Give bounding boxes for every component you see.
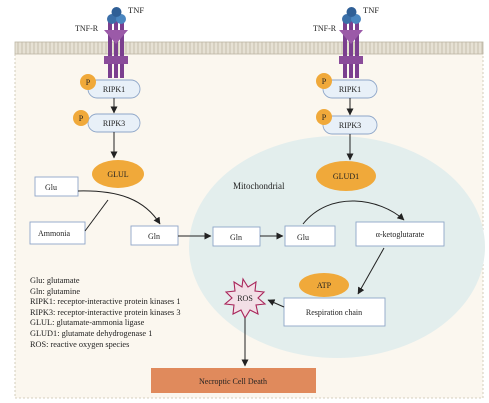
phospho-ripk3-right-label: P	[322, 113, 327, 122]
necroptic-cell-death-box	[151, 368, 316, 393]
alpha-ketoglutarate-label: α-ketoglutarate	[376, 230, 425, 239]
phospho-ripk3-left-label: P	[79, 114, 84, 123]
legend-item: Glu: glutamate	[30, 276, 80, 285]
legend-item: GLUD1: glutamate dehydrogenase 1	[30, 328, 153, 338]
glul-label: GLUL	[107, 170, 128, 179]
ammonia-label: Ammonia	[38, 229, 70, 238]
tnf-ligand-right	[342, 7, 361, 24]
glu-box-mito	[284, 225, 336, 247]
tnf-ligand-left	[107, 7, 126, 24]
legend-item: RIPK3: receptor-interactive protein kina…	[30, 307, 181, 317]
tnf-label-right: TNF	[363, 5, 379, 15]
respiration-chain-box	[283, 297, 386, 327]
phospho-ripk1-right-label: P	[322, 77, 327, 86]
glu-cytosol-label: Glu	[45, 183, 57, 192]
ripk3-right-label: RIPK3	[339, 121, 361, 130]
legend-item: ROS: reactive oxygen species	[30, 339, 130, 349]
cell-membrane	[14, 41, 484, 55]
ripk1-right-label: RIPK1	[339, 85, 361, 94]
respiration-chain-label: Respiration chain	[306, 308, 362, 317]
phospho-ripk1-right	[316, 73, 332, 89]
atp-molecule	[299, 273, 349, 297]
legend-item: RIPK1: receptor-interactive protein kina…	[30, 297, 181, 307]
alpha-ketoglutarate-box	[355, 221, 445, 247]
phospho-ripk1-left	[80, 74, 96, 90]
ripk3-left-label: RIPK3	[103, 119, 125, 128]
phospho-ripk3-right	[316, 109, 332, 125]
ros-label: ROS	[237, 294, 253, 303]
arrow-glu-akg-curve	[302, 200, 405, 225]
abbreviation-legend: Glu: glutamate Gln: glutamine RIPK1: rec…	[30, 276, 181, 350]
tnf-label-left: TNF	[128, 5, 144, 15]
arrows	[77, 98, 405, 367]
ammonia-box	[29, 221, 86, 245]
tnfr-label-left: TNF-R	[75, 24, 99, 33]
legend-item: GLUL: glutamate-ammonia ligase	[30, 318, 145, 328]
glud1-label: GLUD1	[333, 172, 359, 181]
glud1-enzyme	[316, 161, 376, 191]
legend-item: Gln: glutamine	[30, 286, 81, 296]
gln-cytosol-label: Gln	[148, 232, 160, 241]
tnf-receptor-right	[339, 18, 363, 78]
necroptic-cell-death-label: Necroptic Cell Death	[199, 377, 267, 386]
phospho-ripk3-left	[73, 110, 89, 126]
arrow-glu-gln-curve	[77, 190, 161, 225]
tnfr-label-right: TNF-R	[313, 24, 337, 33]
atp-label: ATP	[317, 281, 332, 290]
mitochondrial-label: Mitochondrial	[233, 181, 285, 191]
arrow-respiration-ros	[267, 299, 285, 308]
line-ammonia-join	[84, 199, 109, 232]
tnf-receptor-left	[104, 18, 128, 78]
arrow-akg-respiration	[357, 247, 385, 295]
gln-mito-label: Gln	[230, 233, 242, 242]
glu-box-cytosol	[34, 176, 79, 197]
glul-enzyme	[92, 160, 144, 188]
glu-mito-label: Glu	[297, 233, 309, 242]
ripk1-left-label: RIPK1	[103, 85, 125, 94]
phospho-ripk1-left-label: P	[86, 78, 91, 87]
